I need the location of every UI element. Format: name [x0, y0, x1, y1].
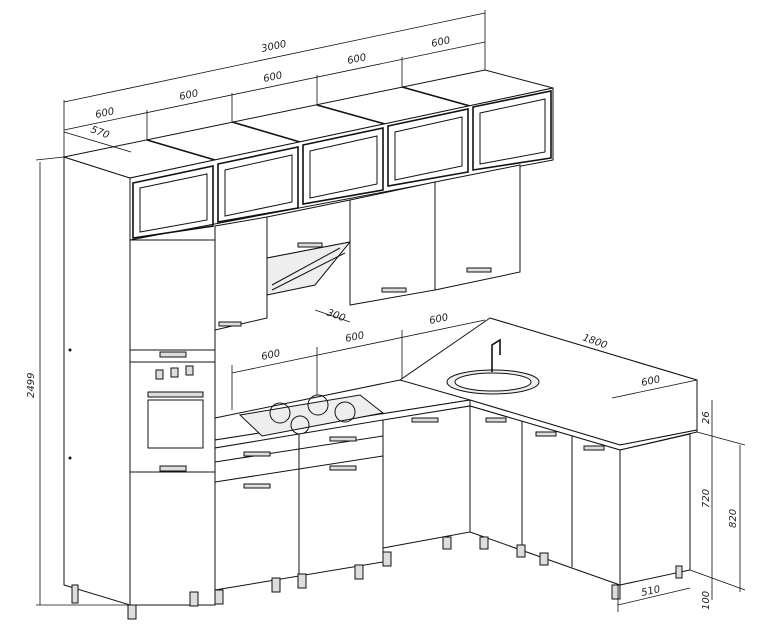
dim-upper-4: 600 — [346, 52, 367, 67]
faucet — [491, 338, 501, 372]
gas-hob — [238, 394, 385, 437]
end-cabinet-side — [619, 433, 691, 586]
tall-column — [71, 239, 216, 620]
dim-upper-2: 600 — [178, 88, 199, 103]
base-cabinets — [189, 405, 691, 607]
dim-counter-2: 600 — [344, 330, 365, 345]
dim-base-total-height: 820 — [728, 509, 739, 528]
middle-wall-cabinets — [214, 164, 521, 331]
dim-side-depth: 600 — [640, 374, 661, 389]
dim-base-depth: 510 — [640, 584, 661, 599]
dim-upper-1: 600 — [94, 106, 115, 121]
dim-upper-5: 600 — [430, 35, 451, 50]
tall-column-side — [63, 156, 131, 606]
dim-plinth-height: 100 — [701, 591, 712, 610]
dim-upper-3: 600 — [262, 70, 283, 85]
dim-upper-depth: 570 — [89, 124, 111, 141]
oven — [129, 361, 216, 473]
dimension-labels: 3000 600 600 600 600 600 570 2499 300 60… — [26, 35, 739, 610]
dim-countertop-thickness: 26 — [701, 411, 712, 424]
dim-counter-1: 600 — [260, 348, 281, 363]
upper-glass-cabinets — [129, 87, 554, 241]
dim-counter-3: 600 — [428, 312, 449, 327]
dim-total-height: 2499 — [26, 373, 37, 398]
dim-overall-width: 3000 — [260, 39, 287, 55]
dim-hood-depth: 300 — [325, 307, 347, 324]
dimension-lines — [35, 10, 746, 612]
dim-carcass-height: 720 — [701, 489, 712, 508]
countertop — [214, 317, 698, 451]
